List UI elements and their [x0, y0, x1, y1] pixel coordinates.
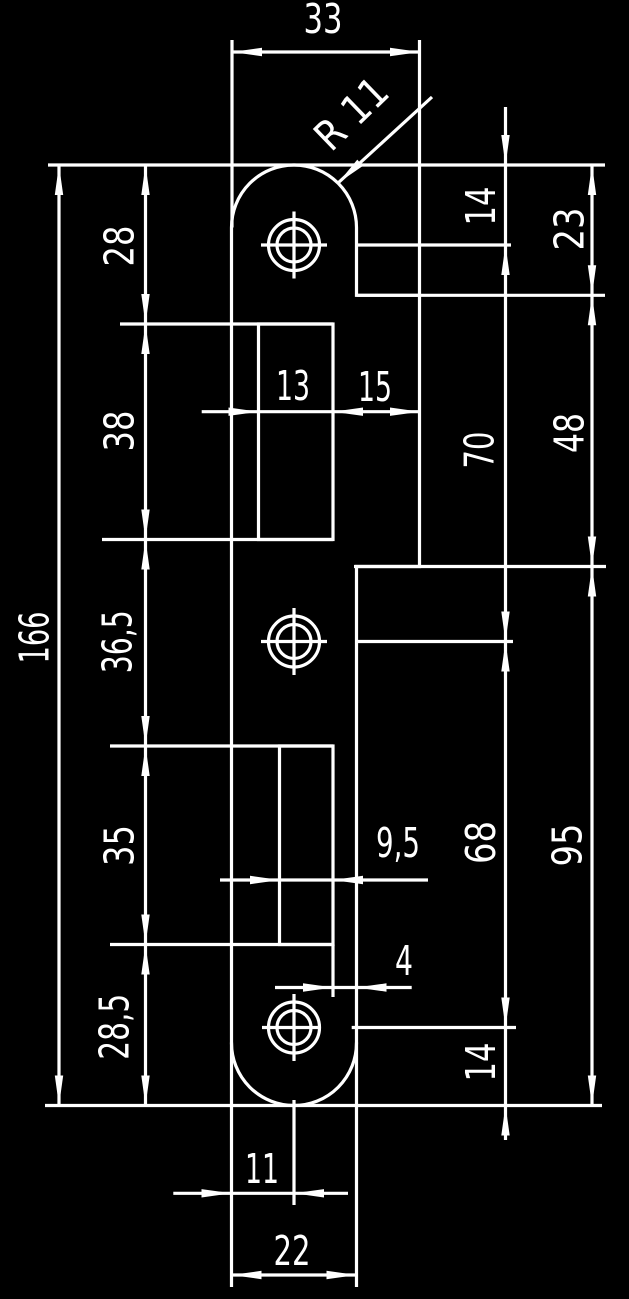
dim-cutout-9-5: 9,5 — [376, 819, 420, 867]
arr-chain-746-down — [141, 716, 150, 746]
dim-cutout-13: 13 — [276, 362, 310, 410]
arr-95-left — [250, 875, 280, 885]
arr-13-left — [228, 407, 259, 416]
arr-33-right — [390, 47, 420, 57]
arr-4-left — [303, 983, 333, 992]
arr-chain-746-up — [141, 746, 150, 776]
arr-outer-165-up — [587, 165, 597, 195]
arr-11-right — [294, 1189, 324, 1198]
plate-outline — [229, 163, 422, 1108]
arr-166-bottom — [54, 1075, 64, 1106]
dim-11: 11 — [245, 1145, 279, 1193]
arr-r11 — [338, 159, 363, 183]
arr-chain-539-up — [141, 539, 150, 570]
arr-inner-641-down — [501, 611, 510, 642]
arr-chain-539-down — [141, 509, 150, 540]
arr-chain-944-up — [141, 944, 150, 975]
arr-chain-165-up — [141, 165, 150, 195]
arr-outer-1105-down — [587, 1075, 597, 1106]
dim-length-166: 166 — [10, 612, 58, 664]
dim-14-bottom: 14 — [457, 1043, 505, 1082]
arr-33-left — [232, 47, 262, 57]
arr-chain-1105-down — [141, 1075, 150, 1106]
arr-outer-295-up — [587, 295, 597, 326]
dim-28: 28 — [96, 226, 144, 267]
dim-15: 15 — [358, 363, 392, 411]
arr-13-15-shared — [333, 407, 363, 416]
dim-95: 95 — [544, 824, 592, 867]
dim-22: 22 — [274, 1227, 311, 1275]
dim-68: 68 — [457, 821, 505, 864]
dim-23: 23 — [545, 208, 593, 251]
arr-inner-165-down — [501, 135, 510, 165]
arr-chain-324-up — [141, 324, 150, 354]
arr-outer-566-up — [587, 566, 597, 597]
arr-chain-324-down — [141, 294, 150, 324]
arr-inner-1027-down — [501, 997, 510, 1028]
dim-38: 38 — [96, 411, 144, 452]
arr-22-left — [231, 1270, 262, 1280]
cutout-latch — [256, 322, 335, 542]
arr-chain-944-down — [141, 914, 150, 945]
dim-width-33: 33 — [304, 0, 343, 43]
dim-35: 35 — [96, 825, 144, 866]
dim-28-5: 28,5 — [90, 994, 138, 1060]
dim-4: 4 — [395, 937, 413, 985]
arr-15-right — [390, 407, 420, 416]
arr-95-right — [333, 875, 363, 885]
arr-inner-641-up — [501, 641, 510, 672]
dim-36-5: 36,5 — [94, 610, 142, 673]
dim-48: 48 — [545, 413, 593, 453]
arr-166-top — [54, 165, 64, 195]
arr-outer-566-down — [587, 536, 597, 567]
arr-inner-1105-up — [501, 1105, 510, 1136]
dim-radius-r11: R 11 — [305, 67, 399, 160]
arr-4-right — [356, 983, 387, 992]
arr-11-left — [201, 1189, 232, 1198]
cutout-deadbolt — [277, 744, 335, 947]
arr-22-right — [326, 1270, 357, 1280]
arr-outer-295-down — [587, 265, 597, 296]
dim-70: 70 — [455, 432, 503, 469]
arr-inner-245-up — [501, 245, 510, 275]
dim-14-top: 14 — [457, 187, 505, 226]
